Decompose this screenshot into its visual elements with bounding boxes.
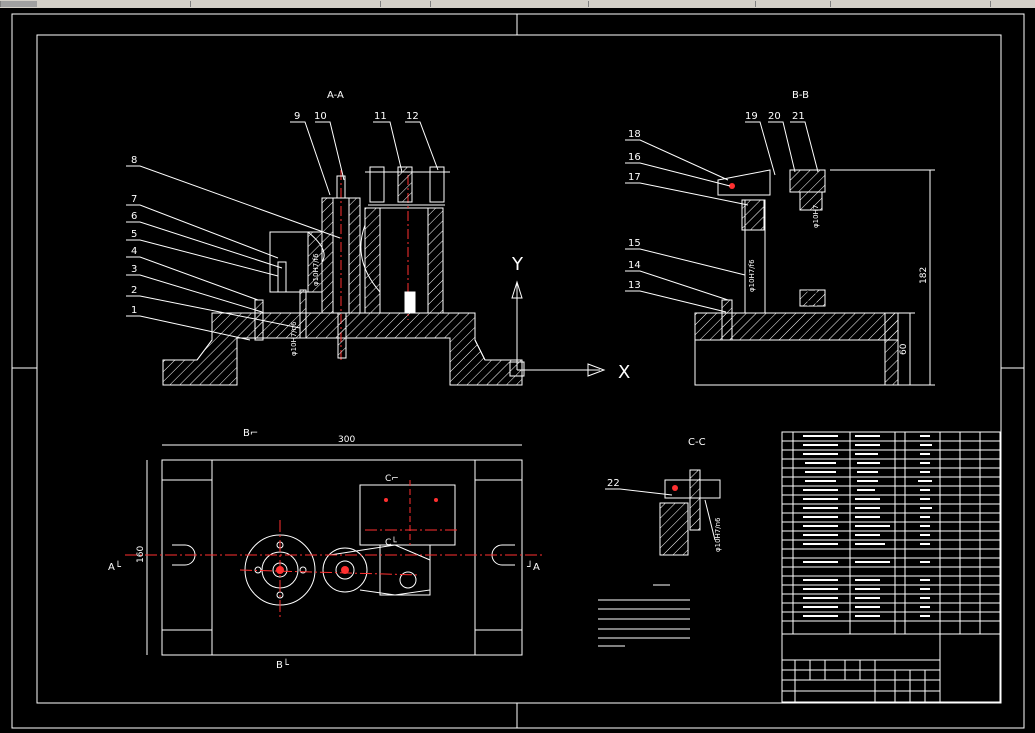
- toolbar-divider: [430, 1, 431, 7]
- part-number-2: 2: [131, 285, 137, 296]
- fit-annotation-a: φ10H7/f6: [312, 253, 320, 286]
- leaders-bb: [625, 121, 819, 313]
- drawing-border: [11, 13, 1025, 729]
- view-label-cc: C-C: [688, 437, 706, 448]
- toolbar-divider: [190, 1, 191, 7]
- fit-annotation-c: φ10H7/f6: [748, 259, 756, 292]
- cad-drawing-canvas[interactable]: Y X: [0, 8, 1035, 733]
- part-number-21: 21: [792, 111, 805, 122]
- part-number-17: 17: [628, 172, 641, 183]
- view-marker-a-left: A└: [108, 560, 122, 573]
- part-number-7: 7: [131, 194, 137, 205]
- part-number-14: 14: [628, 260, 641, 271]
- view-marker-a-right: ┘A: [527, 560, 540, 573]
- section-view-bb: [694, 169, 935, 386]
- part-number-13: 13: [628, 280, 641, 291]
- toolbar-divider: [380, 1, 381, 7]
- part-number-5: 5: [131, 229, 137, 240]
- part-number-15: 15: [628, 238, 641, 249]
- part-number-12: 12: [406, 111, 419, 122]
- dimension-160: 160: [136, 546, 146, 563]
- fit-annotation-d: φ10H7: [812, 205, 820, 228]
- toolbar-divider: [830, 1, 831, 7]
- section-view-aa: [162, 166, 523, 386]
- toolbar-divider: [990, 1, 991, 7]
- view-marker-b-top: B⌐: [243, 428, 258, 439]
- view-marker-c-top: C⌐: [385, 474, 399, 484]
- plan-centerlines: [125, 520, 545, 620]
- dimension-60: 60: [899, 343, 909, 355]
- fit-annotation-e: φ10H7/n6: [714, 517, 722, 552]
- plan-red-marks: [276, 498, 438, 574]
- part-number-9: 9: [294, 111, 300, 122]
- view-label-aa: A-A: [327, 90, 344, 101]
- part-number-1: 1: [131, 305, 137, 316]
- part-number-18: 18: [628, 129, 641, 140]
- view-marker-b-bottom: B└: [276, 658, 290, 671]
- dimension-182: 182: [919, 267, 929, 284]
- part-number-3: 3: [131, 264, 137, 275]
- coordinate-axes: [509, 280, 606, 377]
- axis-x-label: X: [618, 362, 630, 383]
- part-number-11: 11: [374, 111, 387, 122]
- part-number-20: 20: [768, 111, 781, 122]
- axis-y-label: Y: [511, 254, 524, 275]
- plan-view: [146, 444, 523, 656]
- section-view-cc: [605, 469, 721, 556]
- title-block: [781, 633, 1001, 703]
- part-number-4: 4: [131, 246, 137, 257]
- part-number-8: 8: [131, 155, 137, 166]
- part-number-19: 19: [745, 111, 758, 122]
- technical-notes: [598, 584, 690, 647]
- view-marker-c-bottom: C└: [385, 536, 397, 548]
- toolbar-divider: [755, 1, 756, 7]
- toolbar-divider: [588, 1, 589, 7]
- window-toolbar: [0, 0, 1035, 8]
- part-number-16: 16: [628, 152, 641, 163]
- part-number-6: 6: [131, 211, 137, 222]
- view-label-bb: B-B: [792, 90, 809, 101]
- part-number-22: 22: [607, 478, 620, 489]
- bom-cell-text-lines: [803, 435, 932, 617]
- leaders-aa: [126, 121, 439, 341]
- toolbar-segment[interactable]: [0, 1, 37, 7]
- fit-annotation-b: φ10H7/n6: [290, 321, 298, 356]
- part-number-10: 10: [314, 111, 327, 122]
- dimension-300: 300: [338, 435, 355, 445]
